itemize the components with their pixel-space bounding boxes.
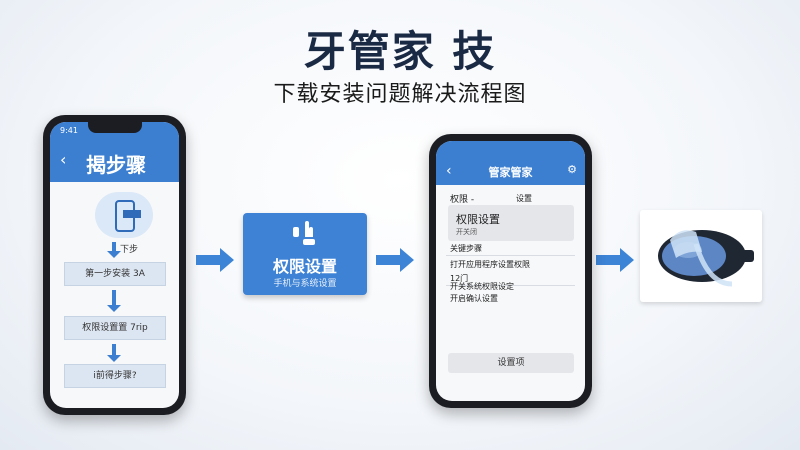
subtitle: 下载安装问题解决流程图 <box>273 82 527 107</box>
phone-screen: ‹ 管家管家 ⚙ 权限 - 设置 权限设置 开关闭 关键步骤 打开应用程序设置权… <box>436 141 585 401</box>
app-header: ‹ 管家管家 ⚙ <box>436 141 585 185</box>
down-arrow-icon <box>107 344 121 362</box>
hand-settings-icon <box>291 221 319 252</box>
section-title: 关键步骤 <box>450 244 482 253</box>
down-arrow-icon <box>107 242 121 258</box>
status-time: 9:41 <box>60 126 78 135</box>
phone-step-guide: 9:41 ‹ 揭步骤 下步 第一步安装 3A 权限设置置 7rip i前得步骤? <box>43 115 186 415</box>
product-image <box>640 210 762 302</box>
phone-settings: ‹ 管家管家 ⚙ 权限 - 设置 权限设置 开关闭 关键步骤 打开应用程序设置权… <box>429 134 592 408</box>
step-line: 打开应用程序设置权限 <box>450 260 530 269</box>
header-title: 管家管家 <box>488 166 533 179</box>
phone-notch <box>87 121 142 133</box>
settings-icon[interactable]: ⚙ <box>567 163 577 176</box>
title: 牙管家 技 <box>303 27 497 76</box>
row-value: 设置 <box>516 194 532 203</box>
step-box-1[interactable]: 第一步安装 3A <box>64 262 166 286</box>
settings-button[interactable]: 设置项 <box>448 353 574 373</box>
divider <box>446 285 575 286</box>
step-line: 开关系统权限设定 <box>450 282 514 291</box>
dental-device-icon <box>658 230 754 287</box>
divider <box>446 255 575 256</box>
flow-arrow-icon <box>196 248 234 272</box>
back-chevron-icon[interactable]: ‹ <box>60 150 67 169</box>
box-subtitle: 开关闭 <box>456 228 477 236</box>
step-line: 开启确认设置 <box>450 294 498 303</box>
step-box-3[interactable]: i前得步骤? <box>64 364 166 388</box>
row-label: 权限 - <box>450 195 475 205</box>
back-chevron-icon[interactable]: ‹ <box>446 163 452 179</box>
card-subtitle: 手机与系统设置 <box>273 279 337 289</box>
permission-card: 权限设置 手机与系统设置 <box>243 213 367 295</box>
flow-arrow-icon <box>376 248 414 272</box>
step-line: 12门 <box>450 274 469 283</box>
permission-settings-box[interactable]: 权限设置 开关闭 <box>448 205 574 241</box>
step-label: 下步 <box>120 245 139 255</box>
flow-arrow-icon <box>596 248 634 272</box>
down-arrow-icon <box>107 290 121 312</box>
header-title: 揭步骤 <box>86 153 146 177</box>
phone-transfer-icon <box>95 192 153 238</box>
card-title: 权限设置 <box>272 257 337 276</box>
status-bar: 9:41 <box>50 122 179 142</box>
phone-screen: 9:41 ‹ 揭步骤 下步 第一步安装 3A 权限设置置 7rip i前得步骤? <box>50 122 179 408</box>
box-title: 权限设置 <box>456 213 500 226</box>
step-box-2[interactable]: 权限设置置 7rip <box>64 316 166 340</box>
